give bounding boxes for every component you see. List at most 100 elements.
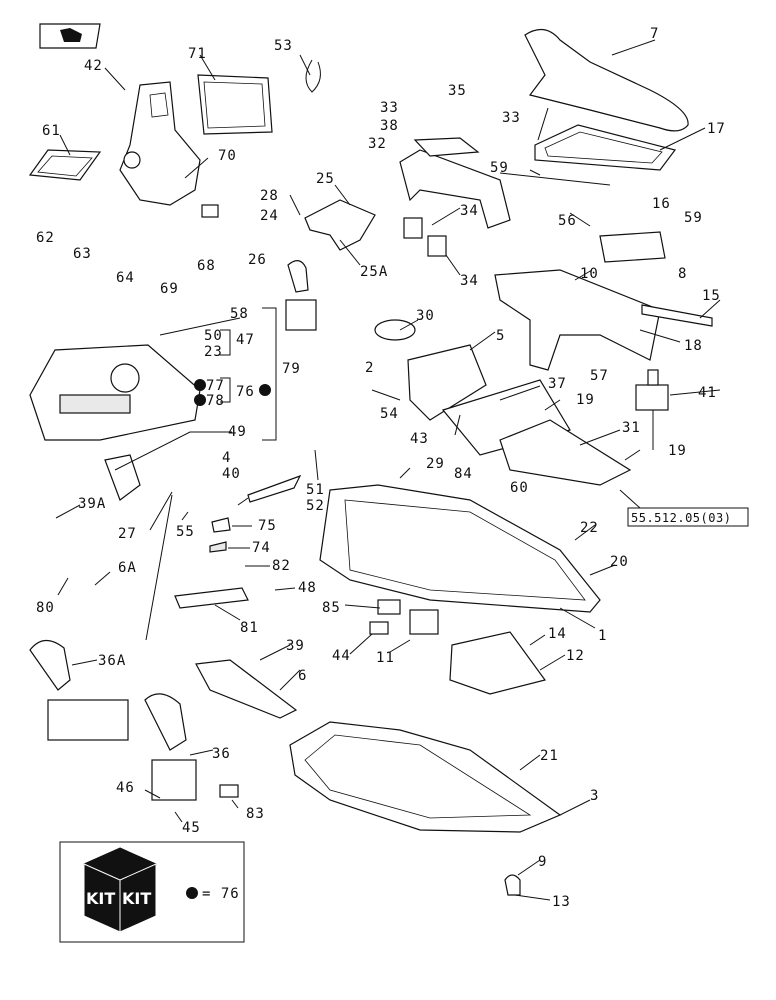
callout-14: 14 <box>548 626 567 642</box>
callout-59a: 59 <box>490 160 509 176</box>
part-34-switch-a <box>403 217 423 239</box>
callout-69: 69 <box>160 281 179 297</box>
part-7-cover <box>524 29 689 132</box>
callout-52: 52 <box>306 498 325 514</box>
part-30-cap <box>374 319 416 341</box>
kit-label-left: KIT <box>86 889 115 908</box>
callout-54: 54 <box>380 406 399 422</box>
callout-57: 57 <box>590 368 609 384</box>
callout-36: 36 <box>212 746 231 762</box>
part-44-button <box>369 621 389 635</box>
callout-79: 79 <box>282 361 301 377</box>
callout-41: 41 <box>698 385 717 401</box>
callout-22: 22 <box>580 520 599 536</box>
callout-2: 2 <box>365 360 374 376</box>
callout-61: 61 <box>42 123 61 139</box>
callout-77: 77 <box>206 378 225 394</box>
callout-38: 38 <box>380 118 399 134</box>
callout-5: 5 <box>496 328 505 344</box>
part-36-lever <box>144 693 197 801</box>
callout-63: 63 <box>73 246 92 262</box>
group-47-bracket <box>220 329 231 356</box>
callout-76: 76 <box>236 384 255 400</box>
callout-30: 30 <box>416 308 435 324</box>
callout-6a: 6A <box>118 560 137 576</box>
callout-7: 7 <box>650 26 659 42</box>
callout-15: 15 <box>702 288 721 304</box>
manual-book-icon[interactable] <box>39 23 101 49</box>
callout-70: 70 <box>218 148 237 164</box>
kit-marker-78 <box>194 394 206 406</box>
part-27-rod <box>145 494 173 641</box>
leader-lines <box>55 39 721 901</box>
callout-17: 17 <box>707 121 726 137</box>
kit-legend-dot <box>186 887 198 899</box>
callout-28: 28 <box>260 188 279 204</box>
callout-68: 68 <box>197 258 216 274</box>
callout-42: 42 <box>84 58 103 74</box>
group-79-bracket <box>262 307 277 441</box>
callout-82: 82 <box>272 558 291 574</box>
callout-36a: 36A <box>98 653 126 669</box>
part-26-joystick <box>285 260 317 331</box>
callout-59b: 59 <box>684 210 703 226</box>
part-75-clip <box>211 517 231 533</box>
callout-4: 4 <box>222 450 231 466</box>
callout-74: 74 <box>252 540 271 556</box>
part-34-switch-b <box>427 235 447 257</box>
callout-44: 44 <box>332 648 351 664</box>
part-71-display <box>197 74 273 135</box>
part-40-strip <box>247 474 302 503</box>
part-81-bracket <box>174 587 249 609</box>
callout-33b: 33 <box>502 110 521 126</box>
part-83-block <box>219 784 239 798</box>
kit-legend: KIT KIT = 76 <box>59 841 245 943</box>
callout-48: 48 <box>298 580 317 596</box>
callout-39a: 39A <box>78 496 106 512</box>
callout-31: 31 <box>622 420 641 436</box>
part-6-trim <box>195 659 298 719</box>
callout-51: 51 <box>306 482 325 498</box>
callout-64: 64 <box>116 270 135 286</box>
callout-47: 47 <box>236 332 255 348</box>
callout-80: 80 <box>36 600 55 616</box>
callout-labels: 7 17 53 71 42 61 70 35 33 33 38 32 59 59… <box>36 26 726 910</box>
reference-label: 55.512.05(03) <box>631 511 731 525</box>
callout-3: 3 <box>590 788 599 804</box>
callout-49: 49 <box>228 424 247 440</box>
callout-18: 18 <box>684 338 703 354</box>
callout-1: 1 <box>598 628 607 644</box>
callout-37: 37 <box>548 376 567 392</box>
kit-label-right: KIT <box>122 889 151 908</box>
part-38-plate <box>413 137 480 157</box>
kit-legend-value: = 76 <box>202 886 240 902</box>
callout-6: 6 <box>298 668 307 684</box>
reference-link[interactable]: 55.512.05(03) <box>619 489 749 527</box>
callout-58: 58 <box>230 306 249 322</box>
callout-39: 39 <box>286 638 305 654</box>
group-76-bracket <box>220 377 231 403</box>
callout-19b: 19 <box>668 443 687 459</box>
part-53-cable <box>305 59 321 93</box>
callout-71: 71 <box>188 46 207 62</box>
callout-34b: 34 <box>460 273 479 289</box>
callout-40: 40 <box>222 466 241 482</box>
callout-27: 27 <box>118 526 137 542</box>
callout-45: 45 <box>182 820 201 836</box>
part-41-joystick <box>635 369 669 450</box>
part-58-armrest-panel <box>29 344 201 441</box>
part-10-frame <box>494 269 661 371</box>
callout-21: 21 <box>540 748 559 764</box>
callout-60: 60 <box>510 480 529 496</box>
callout-11: 11 <box>376 650 395 666</box>
callout-29: 29 <box>426 456 445 472</box>
callout-81: 81 <box>240 620 259 636</box>
part-11-bezel <box>409 609 439 635</box>
callout-23: 23 <box>204 344 223 360</box>
callout-62: 62 <box>36 230 55 246</box>
callout-25: 25 <box>316 171 335 187</box>
callout-12: 12 <box>566 648 585 664</box>
callout-16: 16 <box>652 196 671 212</box>
callout-8: 8 <box>678 266 687 282</box>
kit-marker-76 <box>259 384 271 396</box>
